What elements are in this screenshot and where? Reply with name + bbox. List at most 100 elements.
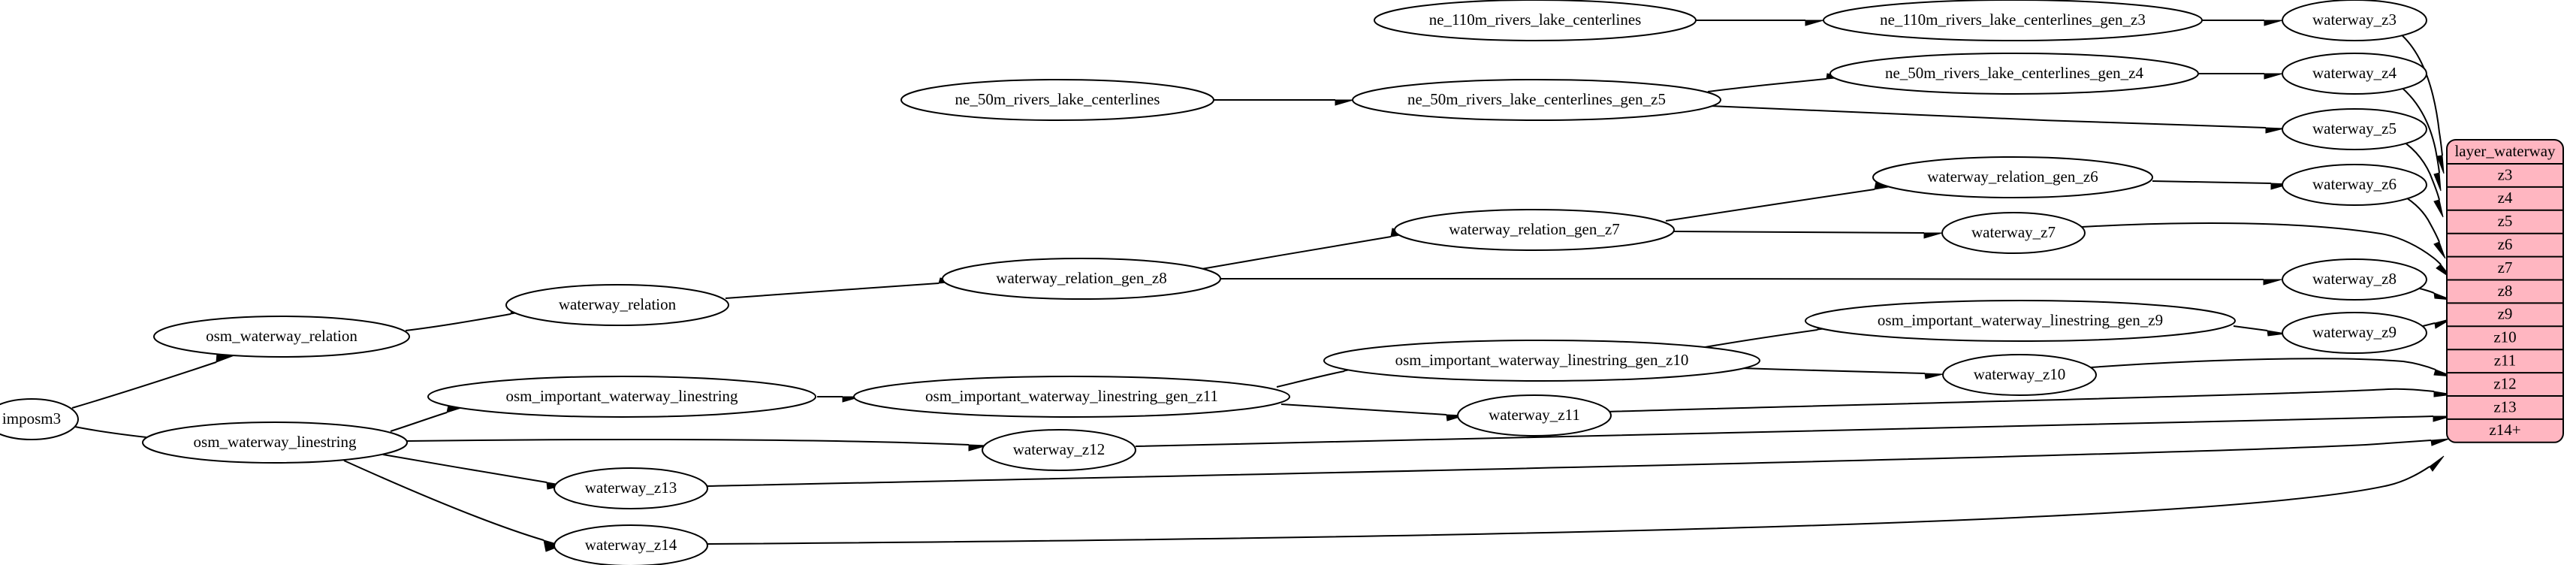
- node-waterway_z7[interactable]: waterway_z7: [1941, 212, 2086, 254]
- node-shape: [900, 79, 1214, 121]
- node-osm_waterway_relation[interactable]: osm_waterway_relation: [153, 316, 410, 358]
- edge-waterway_z13-to-table: [707, 438, 2450, 487]
- edge-waterway_relation-to-waterway_relation_gen_z8: [725, 277, 958, 299]
- edge-line: [1201, 236, 1392, 270]
- table-row-z9[interactable]: z9: [2498, 305, 2513, 323]
- node-shape: [853, 376, 1290, 418]
- table-row-z8[interactable]: z8: [2498, 282, 2513, 300]
- node-shape: [942, 258, 1221, 300]
- node-waterway_relation_gen_z6[interactable]: waterway_relation_gen_z6: [1872, 156, 2153, 198]
- node-shape: [505, 284, 729, 326]
- node-ne_50m_rivers_lake_centerlines[interactable]: ne_50m_rivers_lake_centerlines: [900, 79, 1214, 121]
- edge-line: [2152, 180, 2272, 184]
- edge-ne_50m_rivers_lake_centerlines-to-ne_50m_rivers_lake_centerlines_gen_z5: [1214, 98, 1354, 106]
- node-ne_110m_rivers_lake_centerlines_gen_z3[interactable]: ne_110m_rivers_lake_centerlines_gen_z3: [1823, 0, 2203, 41]
- node-waterway_z5[interactable]: waterway_z5: [2282, 108, 2427, 150]
- table-row-z12[interactable]: z12: [2493, 374, 2516, 392]
- table-row-z5[interactable]: z5: [2498, 212, 2513, 230]
- node-osm_important_waterway_linestring_gen_z10[interactable]: osm_important_waterway_linestring_gen_z1…: [1323, 340, 1760, 382]
- edge-line: [1709, 105, 2267, 128]
- edge-line: [74, 426, 147, 438]
- node-waterway_z14[interactable]: waterway_z14: [554, 524, 708, 565]
- table-row-z14+[interactable]: z14+: [2489, 421, 2520, 439]
- arrowhead-icon: [1805, 20, 1824, 26]
- node-osm_important_waterway_linestring_gen_z11[interactable]: osm_important_waterway_linestring_gen_z1…: [853, 376, 1290, 418]
- node-label: ne_110m_rivers_lake_centerlines_gen_z3: [1880, 11, 2146, 29]
- node-label: waterway_z9: [2312, 323, 2397, 341]
- node-shape: [2282, 53, 2427, 95]
- edge-waterway_relation_gen_z8-to-waterway_relation_gen_z7: [1201, 228, 1410, 270]
- node-shape: [554, 467, 708, 509]
- edge-line: [1707, 78, 1827, 92]
- node-shape: [1323, 340, 1760, 382]
- node-waterway_relation_gen_z7[interactable]: waterway_relation_gen_z7: [1394, 209, 1675, 251]
- table-row-z13[interactable]: z13: [2493, 397, 2516, 415]
- node-waterway_z6[interactable]: waterway_z6: [2282, 164, 2427, 206]
- edge-waterway_z5-to-table: [2401, 140, 2444, 218]
- node-waterway_z11[interactable]: waterway_z11: [1457, 394, 1612, 437]
- node-waterway_z4[interactable]: waterway_z4: [2282, 53, 2427, 95]
- node-waterway_relation_gen_z8[interactable]: waterway_relation_gen_z8: [942, 258, 1221, 300]
- edge-line: [707, 440, 2432, 487]
- node-shape: [1374, 0, 1697, 41]
- table-row-z6[interactable]: z6: [2498, 235, 2513, 253]
- node-shape: [1805, 300, 2236, 342]
- arrowhead-icon: [968, 444, 988, 452]
- node-label: osm_waterway_linestring: [194, 433, 357, 451]
- node-label: osm_important_waterway_linestring_gen_z1…: [1395, 351, 1689, 369]
- node-osm_important_waterway_linestring_gen_z9[interactable]: osm_important_waterway_linestring_gen_z9: [1805, 300, 2236, 342]
- node-shape: [2282, 258, 2427, 301]
- node-waterway_z8[interactable]: waterway_z8: [2282, 258, 2427, 301]
- edge-waterway_relation_gen_z6-to-waterway_z6: [2152, 180, 2290, 190]
- node-shape: [2282, 108, 2427, 150]
- edge-osm_important_waterway_linestring_gen_z9-to-waterway_z9: [2233, 325, 2286, 337]
- node-waterway_relation[interactable]: waterway_relation: [505, 284, 729, 326]
- node-ne_50m_rivers_lake_centerlines_gen_z4[interactable]: ne_50m_rivers_lake_centerlines_gen_z4: [1829, 53, 2199, 95]
- nodes-layer: imposm3 osm_waterway_relation osm_waterway…: [0, 0, 2427, 565]
- node-waterway_z12[interactable]: waterway_z12: [982, 429, 1136, 471]
- edge-line: [2399, 32, 2443, 156]
- table-row-z7[interactable]: z7: [2498, 258, 2513, 276]
- edge-waterway_relation_gen_z7-to-waterway_z7: [1673, 231, 1943, 239]
- node-ne_50m_rivers_lake_centerlines_gen_z5[interactable]: ne_50m_rivers_lake_centerlines_gen_z5: [1352, 79, 1721, 121]
- node-osm_important_waterway_linestring[interactable]: osm_important_waterway_linestring: [427, 376, 816, 418]
- node-label: ne_50m_rivers_lake_centerlines_gen_z4: [1885, 64, 2144, 82]
- node-waterway_z13[interactable]: waterway_z13: [554, 467, 708, 509]
- node-waterway_z10[interactable]: waterway_z10: [1942, 354, 2097, 396]
- node-waterway_z9[interactable]: waterway_z9: [2282, 312, 2427, 354]
- table-row-z4[interactable]: z4: [2498, 189, 2513, 207]
- edge-line: [405, 313, 511, 331]
- edge-line: [1700, 329, 1818, 349]
- node-imposm3[interactable]: imposm3: [0, 398, 79, 440]
- edge-osm_waterway_linestring-to-waterway_z12: [406, 438, 988, 452]
- node-label: ne_50m_rivers_lake_centerlines_gen_z5: [1407, 90, 1666, 108]
- edge-line: [2401, 140, 2440, 201]
- node-shape: [554, 524, 708, 565]
- arrowhead-icon: [2264, 20, 2283, 26]
- edge-line: [707, 466, 2430, 545]
- table-node-layer_waterway[interactable]: layer_waterwayz3z4z5z6z7z8z9z10z11z12z13…: [2446, 139, 2564, 443]
- arrowhead-icon: [1924, 373, 1944, 379]
- node-osm_waterway_linestring[interactable]: osm_waterway_linestring: [142, 421, 408, 464]
- edge-line: [382, 454, 547, 483]
- node-waterway_z3[interactable]: waterway_z3: [2282, 0, 2427, 41]
- table-row-z11[interactable]: z11: [2494, 351, 2517, 369]
- arrowhead-icon: [2433, 199, 2444, 218]
- node-label: ne_110m_rivers_lake_centerlines: [1429, 11, 1642, 29]
- table-row-z10[interactable]: z10: [2493, 328, 2516, 346]
- table-row-z3[interactable]: z3: [2498, 165, 2513, 183]
- node-shape: [1941, 212, 2086, 254]
- node-shape: [2282, 312, 2427, 354]
- arrowhead-icon: [1923, 232, 1943, 239]
- edge-waterway_z6-to-table: [2402, 195, 2446, 259]
- node-shape: [1829, 53, 2199, 95]
- node-ne_110m_rivers_lake_centerlines[interactable]: ne_110m_rivers_lake_centerlines: [1374, 0, 1697, 41]
- edge-waterway_z14-to-table: [707, 455, 2445, 545]
- edge-line: [1673, 231, 1925, 234]
- arrowhead-icon: [2267, 330, 2286, 337]
- node-shape: [2282, 0, 2427, 41]
- node-label: waterway_z11: [1489, 406, 1580, 424]
- arrowhead-icon: [1335, 99, 1354, 106]
- node-shape: [142, 421, 408, 464]
